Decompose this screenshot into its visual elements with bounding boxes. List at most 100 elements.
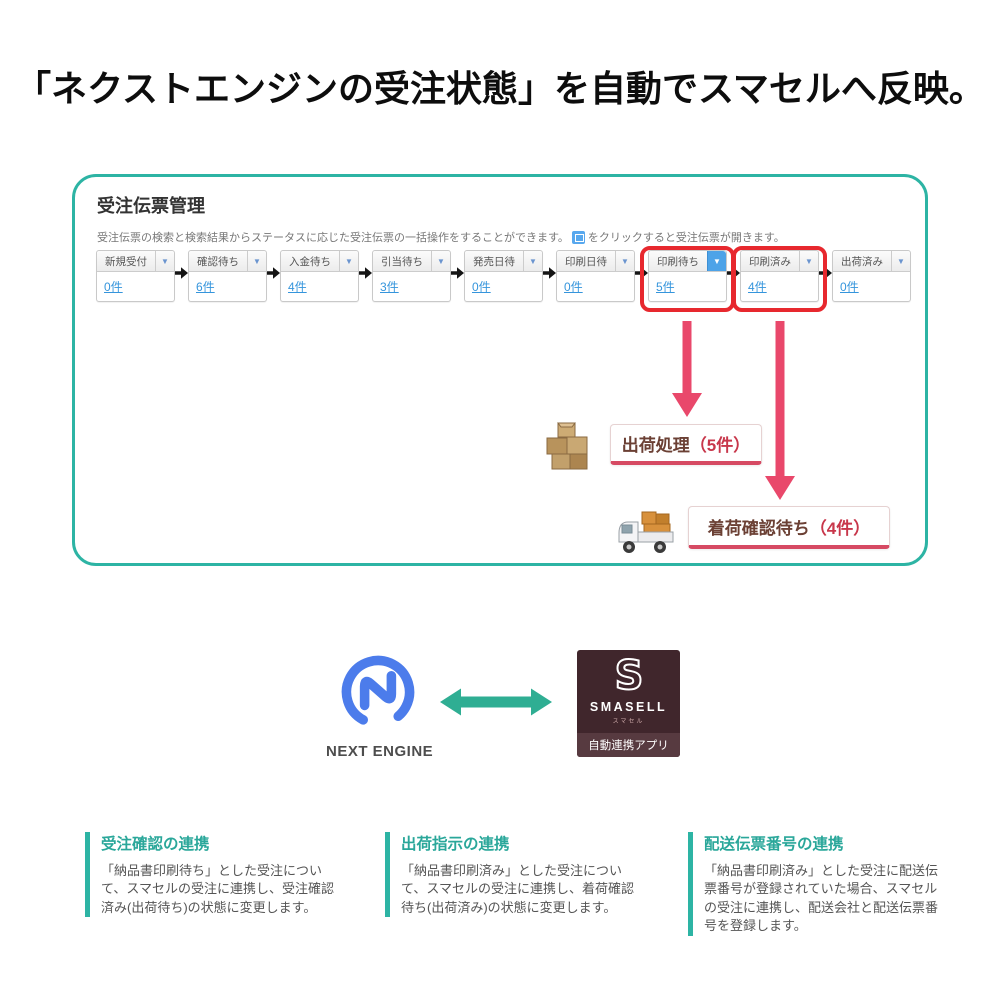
sync-double-arrow-icon [440,688,552,716]
status-count-link[interactable]: 3件 [380,280,399,294]
status-dropdown-button[interactable]: ▼ [615,251,634,271]
status-label: 確認待ち [197,255,239,268]
status-head: 印刷待ち ▼ [649,251,726,272]
panel-heading: 受注伝票管理 [97,196,205,216]
chevron-down-icon: ▼ [161,256,169,266]
next-engine-mark-icon [341,655,415,729]
next-engine-label: NEXT ENGINE [326,743,434,760]
feature-title: 配送伝票番号の連携 [704,836,844,853]
status-box-print-wait: 印刷待ち ▼ 5件 [648,250,727,302]
smasell-badge: 自動連携アプリ [577,733,680,757]
status-count-link[interactable]: 4件 [748,280,767,294]
feature-tracking-number: 配送伝票番号の連携 「納品書印刷済み」とした受注に配送伝票番号が登録されていた場… [688,832,944,936]
chevron-down-icon: ▼ [529,256,537,266]
smasell-s-mark-icon: S [613,655,644,699]
status-label: 新規受付 [105,255,147,268]
arrival-confirmation-callout: 着荷確認待ち（4件） [688,506,890,549]
status-count: 0件 [833,272,910,301]
annotation-arrow-down-icon [672,321,702,417]
cardboard-boxes-icon [546,422,588,470]
status-dropdown-button[interactable]: ▼ [339,251,358,271]
feature-body: 「納品書印刷済み」とした受注について、スマセルの受注に連携し、着荷確認待ち(出荷… [401,863,634,915]
status-head: 確認待ち ▼ [189,251,266,272]
callout-count: （4件） [809,518,871,538]
chevron-down-icon: ▼ [345,256,353,266]
status-head: 発売日待 ▼ [465,251,542,272]
status-count-link[interactable]: 4件 [288,280,307,294]
svg-text:S: S [614,655,643,699]
feature-title: 受注確認の連携 [101,836,210,853]
status-row: 新規受付 ▼ 0件 確認待ち ▼ 6件 入金待ち ▼ 4件 [96,250,926,306]
status-dropdown-button[interactable]: ▼ [523,251,542,271]
callout-label: 出荷処理 [621,435,690,455]
flow-arrow-icon [543,267,556,279]
highlight-ring-printed [732,246,827,312]
status-head: 引当待ち ▼ [373,251,450,272]
status-dropdown-button[interactable]: ▼ [155,251,174,271]
status-count-link[interactable]: 5件 [656,280,675,294]
smasell-wordmark: SMASELL [589,700,668,714]
status-head: 出荷済み ▼ [833,251,910,272]
status-count-link[interactable]: 0件 [104,280,123,294]
status-box-confirm-wait: 確認待ち ▼ 6件 [188,250,267,302]
status-label: 出荷済み [841,255,883,268]
order-slip-management-panel: 受注伝票管理 受注伝票の検索と検索結果からステータスに応じた受注伝票の一括操作を… [72,174,928,566]
status-label: 印刷待ち [657,255,699,268]
subtitle-text-before: 受注伝票の検索と検索結果からステータスに応じた受注伝票の一括操作をすることができ… [97,232,569,244]
status-label: 印刷済み [749,255,791,268]
status-dropdown-button[interactable]: ▼ [431,251,450,271]
smasell-logo: S SMASELL スマセル 自動連携アプリ [577,650,680,757]
feature-body: 「納品書印刷待ち」とした受注について、スマセルの受注に連携し、受注確認済み(出荷… [101,863,334,915]
status-dropdown-button[interactable]: ▼ [247,251,266,271]
status-count: 0件 [557,272,634,301]
flow-arrow-icon [267,267,280,279]
chevron-down-icon: ▼ [713,256,721,266]
status-dropdown-button[interactable]: ▼ [799,251,818,271]
feature-body: 「納品書印刷済み」とした受注に配送伝票番号が登録されていた場合、スマセルの受注に… [704,863,939,934]
flow-arrow-icon [359,267,372,279]
status-box-printed: 印刷済み ▼ 4件 [740,250,819,302]
callout-label: 着荷確認待ち [707,518,810,538]
chevron-down-icon: ▼ [897,256,905,266]
callout-count: （5件） [689,435,751,455]
status-box-new: 新規受付 ▼ 0件 [96,250,175,302]
flow-arrow-icon [175,267,188,279]
status-dropdown-button[interactable]: ▼ [891,251,910,271]
status-count: 4件 [741,272,818,301]
chevron-down-icon: ▼ [437,256,445,266]
status-count: 4件 [281,272,358,301]
status-label: 発売日待 [473,255,515,268]
feature-title: 出荷指示の連携 [401,836,510,853]
status-count-link[interactable]: 0件 [564,280,583,294]
status-count: 5件 [649,272,726,301]
status-count: 6件 [189,272,266,301]
page-title: 「ネクストエンジンの受注状態」を自動でスマセルへ反映。 [15,68,985,109]
smasell-katakana: スマセル [612,719,645,725]
status-box-payment-wait: 入金待ち ▼ 4件 [280,250,359,302]
status-box-shipped: 出荷済み ▼ 0件 [832,250,911,302]
status-count: 0件 [97,272,174,301]
status-dropdown-button[interactable]: ▼ [707,251,726,271]
status-label: 印刷日待 [565,255,607,268]
chevron-down-icon: ▼ [805,256,813,266]
status-count-link[interactable]: 0件 [472,280,491,294]
chevron-down-icon: ▼ [253,256,261,266]
status-head: 印刷済み ▼ [741,251,818,272]
next-engine-logo: NEXT ENGINE [326,650,434,760]
delivery-truck-icon [618,511,674,553]
status-head: 印刷日待 ▼ [557,251,634,272]
flow-arrow-icon [451,267,464,279]
status-count: 3件 [373,272,450,301]
feature-shipping-instruction: 出荷指示の連携 「納品書印刷済み」とした受注について、スマセルの受注に連携し、着… [385,832,641,918]
status-count-link[interactable]: 6件 [196,280,215,294]
status-box-allocation-wait: 引当待ち ▼ 3件 [372,250,451,302]
panel-subtitle: 受注伝票の検索と検索結果からステータスに応じた受注伝票の一括操作をすることができ… [97,229,785,245]
status-box-print-date-wait: 印刷日待 ▼ 0件 [556,250,635,302]
status-box-release-date-wait: 発売日待 ▼ 0件 [464,250,543,302]
status-count-link[interactable]: 0件 [840,280,859,294]
chevron-down-icon: ▼ [621,256,629,266]
status-label: 引当待ち [381,255,423,268]
annotation-arrow-down-icon [765,321,795,500]
status-head: 入金待ち ▼ [281,251,358,272]
feature-order-confirmation: 受注確認の連携 「納品書印刷待ち」とした受注について、スマセルの受注に連携し、受… [85,832,341,918]
